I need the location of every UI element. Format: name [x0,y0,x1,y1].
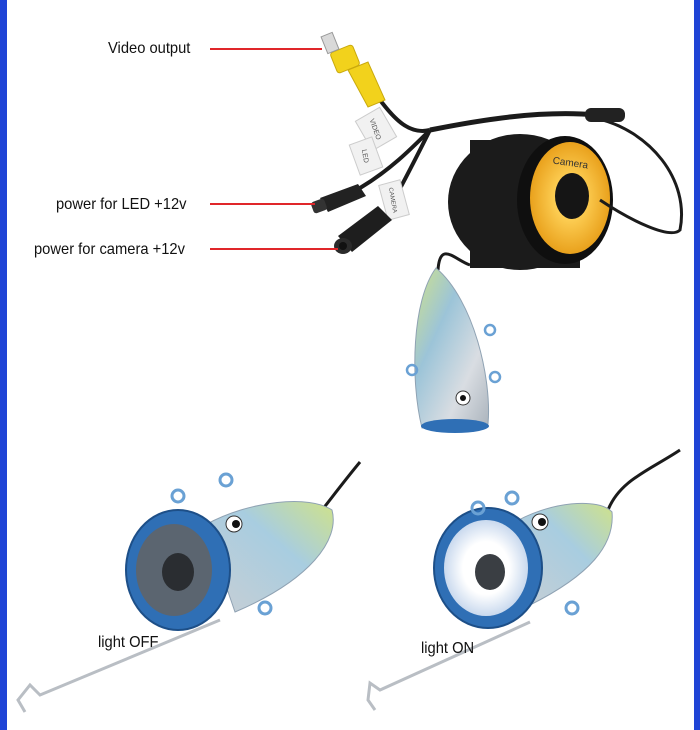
led-power-jack [311,184,366,214]
label-power-camera: power for camera +12v [34,241,185,258]
cable-reel: Camera [448,134,613,270]
camera-cable-tag: CAMERA [378,179,410,221]
label-light-off: light OFF [98,634,159,651]
camera-light-off [16,472,334,713]
leader-power-led [210,203,315,205]
video-cable-tag: VIDEO [354,106,398,152]
rca-video-plug [320,31,386,108]
leader-video-output [210,48,322,50]
leader-power-camera [210,248,338,250]
camera-light-on [366,490,613,711]
label-light-on: light ON [421,640,475,657]
camera-power-jack [334,206,392,254]
svg-text:CAMERA: CAMERA [387,187,397,213]
label-video-output: Video output [108,40,191,57]
label-power-led: power for LED +12v [56,196,187,213]
camera-upright [405,267,502,433]
left-frame-border [0,0,7,730]
right-frame-border [694,0,700,730]
svg-text:LED: LED [360,149,369,164]
reel-brand-text: Camera [552,156,589,172]
led-cable-tag: LED [348,136,384,176]
